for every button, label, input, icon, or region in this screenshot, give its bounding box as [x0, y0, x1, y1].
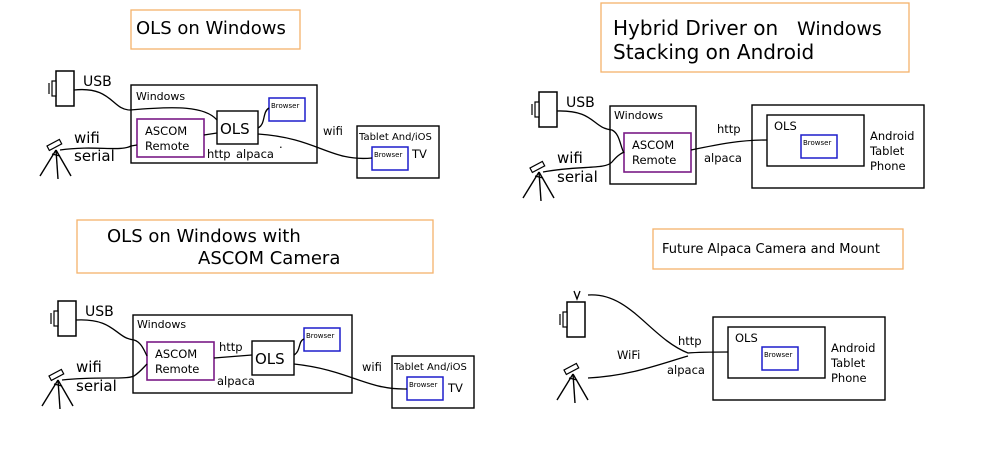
tablet-browser-box — [406, 376, 444, 401]
panel-future-alpaca: Future Alpaca Camera and Mount WiFi http… — [556, 228, 904, 404]
ols-box — [251, 340, 295, 376]
http-label: http — [678, 334, 702, 348]
browser-label: Browser — [271, 102, 299, 110]
http-label: http — [219, 340, 243, 354]
ascom-remote-label-2: Remote — [155, 362, 199, 376]
browser-box — [761, 346, 799, 371]
tablet-label: Tablet And/iOS — [393, 362, 467, 373]
tv-label: TV — [447, 381, 463, 395]
ols-tablet-link — [293, 363, 408, 390]
ascom-remote-label-1: ASCOM — [155, 347, 197, 361]
tablet-label: Tablet And/iOS — [358, 132, 432, 143]
ols-label: OLS — [255, 350, 285, 368]
panel-2-title-line-1: Hybrid Driver on — [613, 16, 778, 40]
wifi-link-label: wifi — [323, 124, 343, 138]
mount-link — [587, 355, 689, 379]
panel-4-title: Future Alpaca Camera and Mount — [662, 242, 880, 257]
browser-label: Browser — [306, 332, 334, 340]
usb-label: USB — [83, 74, 112, 90]
ols-label: OLS — [735, 331, 758, 345]
ascom-ols-link — [690, 139, 768, 151]
alpaca-label: alpaca — [236, 147, 274, 161]
camera-icon — [50, 300, 77, 337]
telescope-mount-icon — [522, 160, 555, 202]
serial-label: serial — [557, 168, 598, 186]
panel-3-title-box — [76, 219, 434, 274]
browser-box — [268, 97, 306, 122]
device-label-tablet: Tablet — [830, 356, 866, 370]
tablet-browser-label: Browser — [374, 151, 402, 159]
device-label-android: Android — [870, 129, 914, 143]
panel-2-title-line-2: Stacking on Android — [613, 40, 814, 64]
windows-label: Windows — [137, 318, 186, 331]
ascom-remote-label-1: ASCOM — [145, 124, 187, 138]
wifi-label: wifi — [557, 149, 583, 167]
serial-label: serial — [74, 147, 115, 165]
usb-cable — [73, 88, 218, 121]
browser-label: Browser — [764, 351, 792, 359]
ascom-remote-box — [136, 118, 205, 158]
ols-browser-link — [257, 107, 270, 129]
telescope-mount-icon — [41, 368, 74, 410]
ols-label: OLS — [774, 119, 797, 133]
ascom-ols-link — [213, 354, 253, 359]
ascom-ols-link — [203, 132, 218, 136]
serial-cable — [61, 363, 148, 381]
panel-4-title-box — [652, 228, 904, 270]
alpaca-label: alpaca — [217, 374, 255, 388]
serial-cable — [542, 151, 625, 173]
usb-cable — [556, 110, 625, 154]
ascom-remote-label-2: Remote — [145, 139, 189, 153]
wifi-label: wifi — [74, 129, 100, 147]
ols-browser-link — [293, 338, 305, 356]
serial-cable — [59, 144, 138, 151]
tablet-browser-label: Browser — [409, 381, 437, 389]
device-label-android: Android — [831, 341, 875, 355]
panel-2-title-box — [600, 2, 910, 73]
panel-3-title-line-1: OLS on Windows with — [107, 226, 301, 247]
http-label: http — [207, 147, 231, 161]
tv-label: TV — [411, 147, 427, 161]
ols-tablet-link — [257, 133, 373, 160]
camera-icon — [48, 70, 75, 107]
ols-label: OLS — [220, 120, 250, 138]
camera-icon — [531, 91, 558, 128]
telescope-mount-icon — [556, 362, 589, 404]
panel-ols-on-windows: OLS on Windows USB wifi serial Windows A… — [39, 9, 440, 180]
windows-label: Windows — [136, 90, 185, 103]
wifi-link-label: wifi — [362, 360, 382, 374]
usb-cable — [75, 319, 148, 357]
ascom-remote-label-2: Remote — [632, 153, 676, 167]
camera-link — [587, 294, 729, 354]
device-label-phone: Phone — [831, 371, 867, 385]
usb-label: USB — [566, 95, 595, 111]
alpaca-label: alpaca — [667, 363, 705, 377]
antenna-icon — [573, 290, 581, 301]
panel-ols-with-ascom-camera: OLS on Windows with ASCOM Camera USB wif… — [41, 219, 475, 410]
alpaca-label: alpaca — [704, 151, 742, 165]
ascom-remote-box — [146, 341, 215, 381]
browser-label: Browser — [803, 139, 831, 147]
serial-label: serial — [76, 377, 117, 395]
http-label: http — [717, 122, 741, 136]
telescope-mount-icon — [39, 138, 72, 180]
browser-box — [800, 134, 838, 159]
wifi-label: WiFi — [617, 348, 640, 362]
ascom-remote-label-1: ASCOM — [632, 138, 674, 152]
dot-mark: . — [279, 137, 283, 151]
wifi-label: wifi — [76, 358, 102, 376]
windows-label: Windows — [614, 109, 663, 122]
usb-label: USB — [85, 304, 114, 320]
panel-3-title-line-2: ASCOM Camera — [198, 248, 340, 269]
panel-1-title-box — [130, 9, 301, 50]
camera-icon — [559, 301, 586, 338]
device-label-tablet: Tablet — [869, 144, 905, 158]
panel-2-title-line-1b: Windows — [797, 18, 882, 40]
panel-hybrid-driver: Hybrid Driver on Windows Stacking on And… — [522, 2, 925, 202]
panel-1-title: OLS on Windows — [136, 18, 286, 39]
device-label-phone: Phone — [870, 159, 906, 173]
